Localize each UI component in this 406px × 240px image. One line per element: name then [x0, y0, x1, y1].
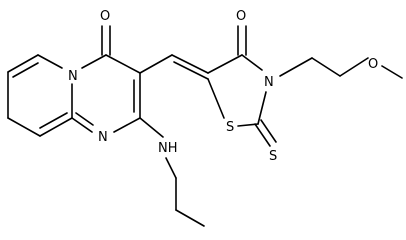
bond — [12, 62, 39, 78]
bond — [207, 54, 243, 74]
atom-o-thiazolidinone: O — [236, 9, 246, 24]
bond — [171, 54, 209, 74]
bond — [139, 117, 164, 138]
bond — [279, 57, 313, 77]
bond — [165, 157, 177, 179]
molecule-structure: O N N NH O N S S O — [7, 9, 403, 227]
bond — [7, 117, 41, 137]
bond — [257, 91, 267, 125]
atom-s-thione: S — [269, 149, 277, 164]
molecule-diagram: O N N NH O N S S O — [7, 9, 403, 227]
atom-o-methoxy: O — [368, 57, 378, 72]
bond — [81, 54, 107, 69]
atom-n-ring-junction: N — [68, 69, 78, 84]
atom-n-pyrimidine: N — [98, 130, 108, 145]
atom-labels: O N N NH O N S S O — [68, 9, 378, 164]
bond — [71, 117, 93, 133]
bond — [175, 209, 205, 227]
bond — [381, 65, 403, 79]
bond — [339, 57, 369, 77]
bond — [260, 119, 277, 143]
bond — [39, 117, 73, 137]
atom-s-ring: S — [226, 120, 234, 135]
bond — [37, 54, 63, 69]
atom-nh-amino: NH — [158, 141, 178, 156]
bond — [75, 112, 94, 126]
bond — [254, 123, 271, 147]
bond — [39, 112, 68, 129]
bonds — [7, 25, 403, 227]
bond — [113, 117, 141, 133]
atom-n-thiazolidine: N — [264, 75, 274, 90]
bond — [207, 78, 225, 119]
bond — [105, 54, 141, 74]
bond — [173, 61, 209, 80]
bond — [7, 54, 39, 73]
bond — [311, 57, 341, 77]
bond — [241, 54, 263, 71]
bond — [139, 54, 173, 74]
atom-o-pyrimidinone: O — [100, 9, 110, 24]
